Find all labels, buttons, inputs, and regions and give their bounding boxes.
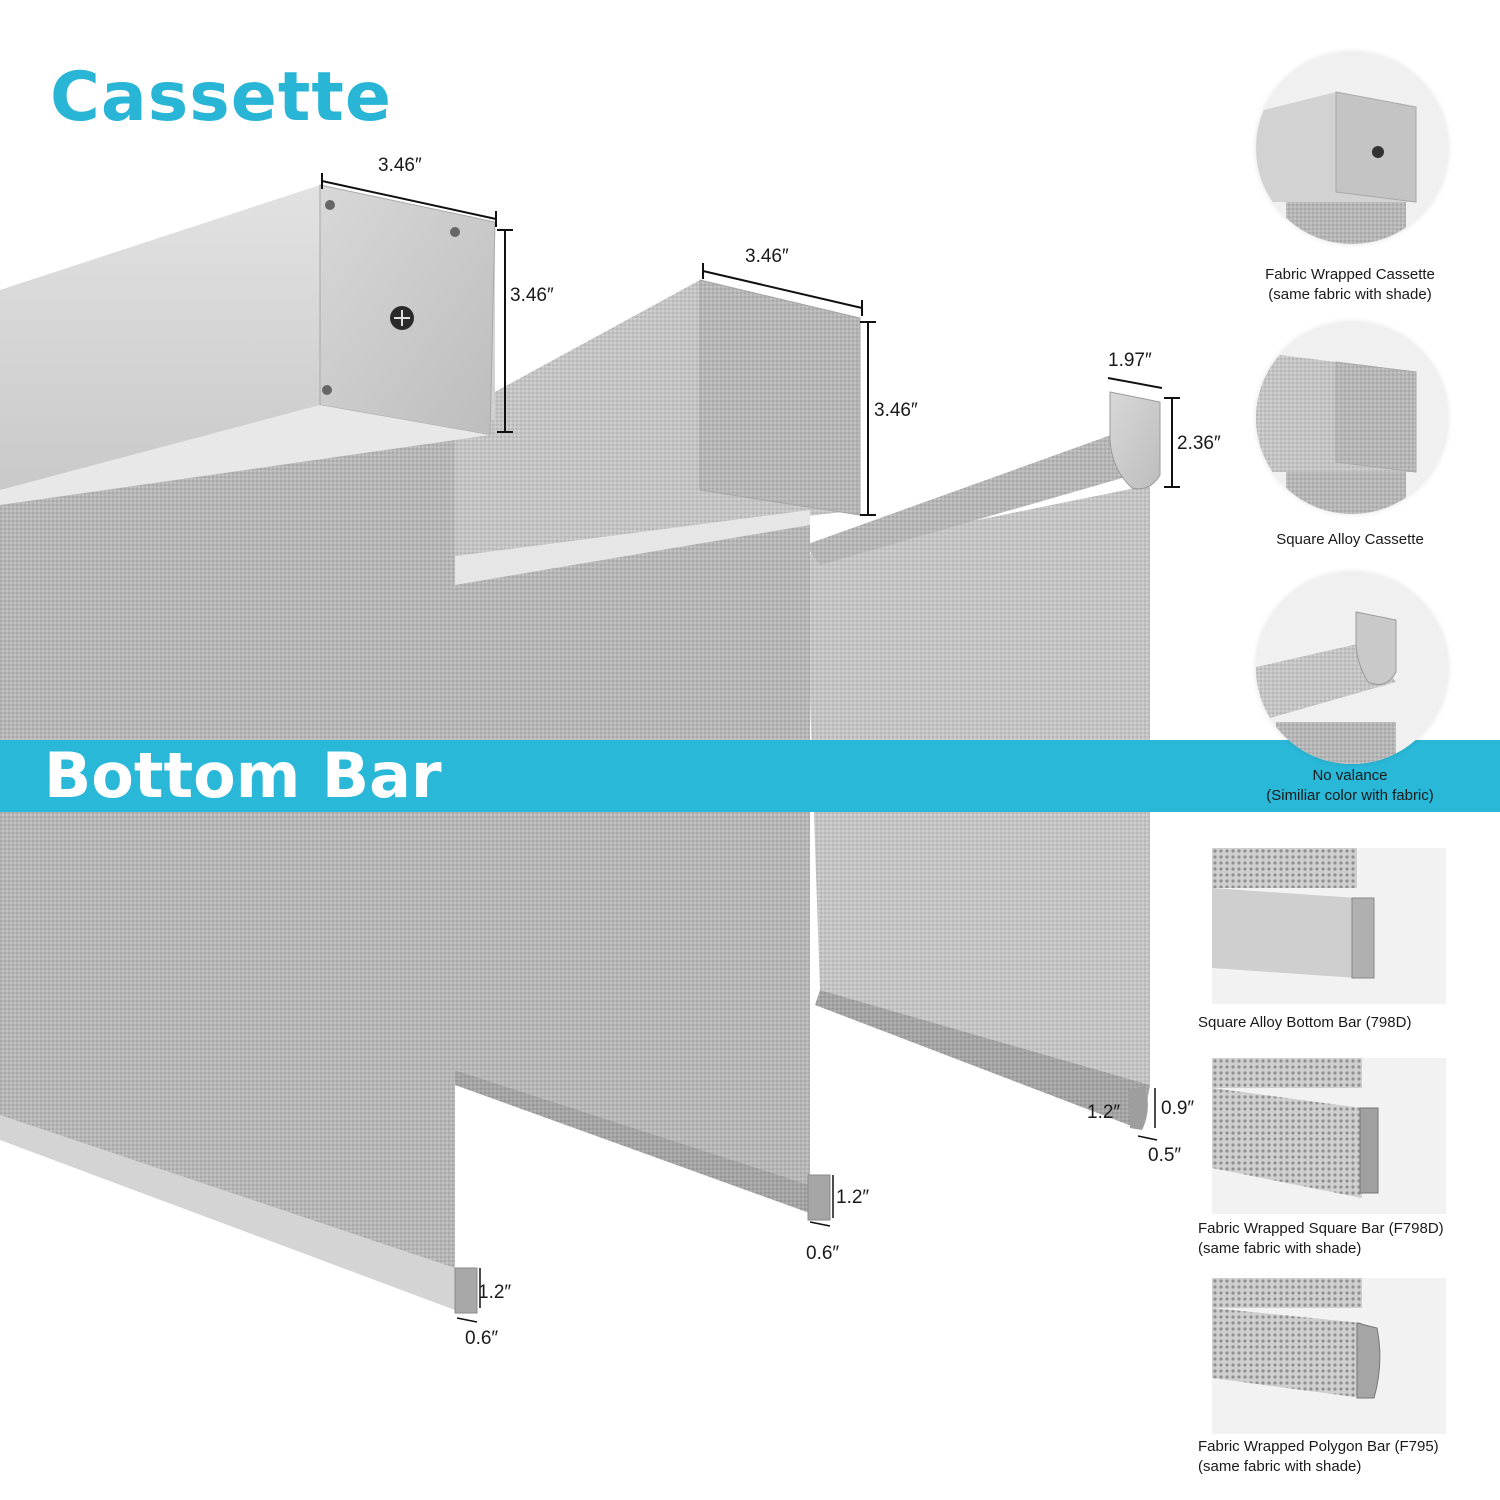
bar-end-1 bbox=[454, 1267, 478, 1314]
shade-square-alloy bbox=[425, 279, 861, 1221]
cassette-end-2 bbox=[699, 279, 861, 516]
bottom-bar-heading: Bottom Bar bbox=[44, 739, 442, 812]
end-cap bbox=[1109, 391, 1161, 490]
dim-bar2-height: 1.2″ bbox=[836, 1187, 870, 1208]
dim-square-alloy-height: 3.46″ bbox=[874, 400, 918, 421]
dim-bar3-left: 1.2″ bbox=[1087, 1102, 1121, 1123]
dim-no-valance-width: 1.97″ bbox=[1108, 350, 1152, 371]
shade-fabric-wrapped bbox=[0, 184, 496, 1314]
dim-bar3-height: 0.9″ bbox=[1161, 1098, 1195, 1119]
dimension-lines bbox=[321, 173, 1180, 1323]
bar-end-2 bbox=[807, 1174, 831, 1221]
caption-fabric-wrapped-cassette: Fabric Wrapped Cassette (same fabric wit… bbox=[1265, 266, 1435, 303]
cassette-heading: Cassette bbox=[50, 58, 392, 137]
caption-square-alloy-cassette: Square Alloy Cassette bbox=[1276, 531, 1424, 548]
thumb-no-valance bbox=[1256, 572, 1448, 764]
dim-no-valance-height: 2.36″ bbox=[1177, 433, 1221, 454]
caption-square-alloy-bottom-bar: Square Alloy Bottom Bar (798D) bbox=[1198, 1014, 1412, 1031]
dim-bar1-height: 1.2″ bbox=[478, 1282, 512, 1303]
bottom-bar-banner bbox=[0, 740, 1500, 812]
dim-bar2-width: 0.6″ bbox=[806, 1243, 840, 1264]
square-bar-2 bbox=[455, 1070, 815, 1215]
caption-no-valance: No valance (Similiar color with fabric) bbox=[1266, 767, 1434, 804]
polygon-bar bbox=[815, 990, 1150, 1130]
dim-bar3-width: 0.5″ bbox=[1148, 1145, 1182, 1166]
bar-end-3 bbox=[1128, 1086, 1148, 1130]
caption-fabric-wrapped-polygon-bar: Fabric Wrapped Polygon Bar (F795) (same … bbox=[1198, 1438, 1439, 1475]
screw-icon bbox=[325, 200, 335, 210]
fabric-panel-2 bbox=[425, 505, 810, 1185]
cassette-edge-1 bbox=[0, 405, 490, 505]
dim-bar1-width: 0.6″ bbox=[465, 1328, 499, 1349]
fabric-panel-1 bbox=[0, 425, 455, 1300]
caption-fabric-wrapped-square-bar: Fabric Wrapped Square Bar (F798D) (same … bbox=[1198, 1220, 1444, 1257]
screw-icon bbox=[322, 385, 332, 395]
thumb-square-alloy-cassette bbox=[1256, 322, 1448, 514]
thumb-fabric-wrapped-square-bar bbox=[1212, 1058, 1446, 1214]
cassette-edge-2 bbox=[425, 510, 810, 590]
thumb-fabric-wrapped-polygon-bar bbox=[1212, 1278, 1446, 1434]
dim-fabric-wrapped-height: 3.46″ bbox=[510, 285, 554, 306]
thumb-fabric-wrapped-cassette bbox=[1256, 52, 1448, 244]
roller-tube bbox=[805, 430, 1150, 565]
alloy-bar-1 bbox=[0, 1115, 455, 1310]
dim-fabric-wrapped-width: 3.46″ bbox=[378, 155, 422, 176]
thumb-square-alloy-bottom-bar bbox=[1212, 848, 1446, 1004]
screw-icon bbox=[450, 227, 460, 237]
dim-square-alloy-width: 3.46″ bbox=[745, 246, 789, 267]
